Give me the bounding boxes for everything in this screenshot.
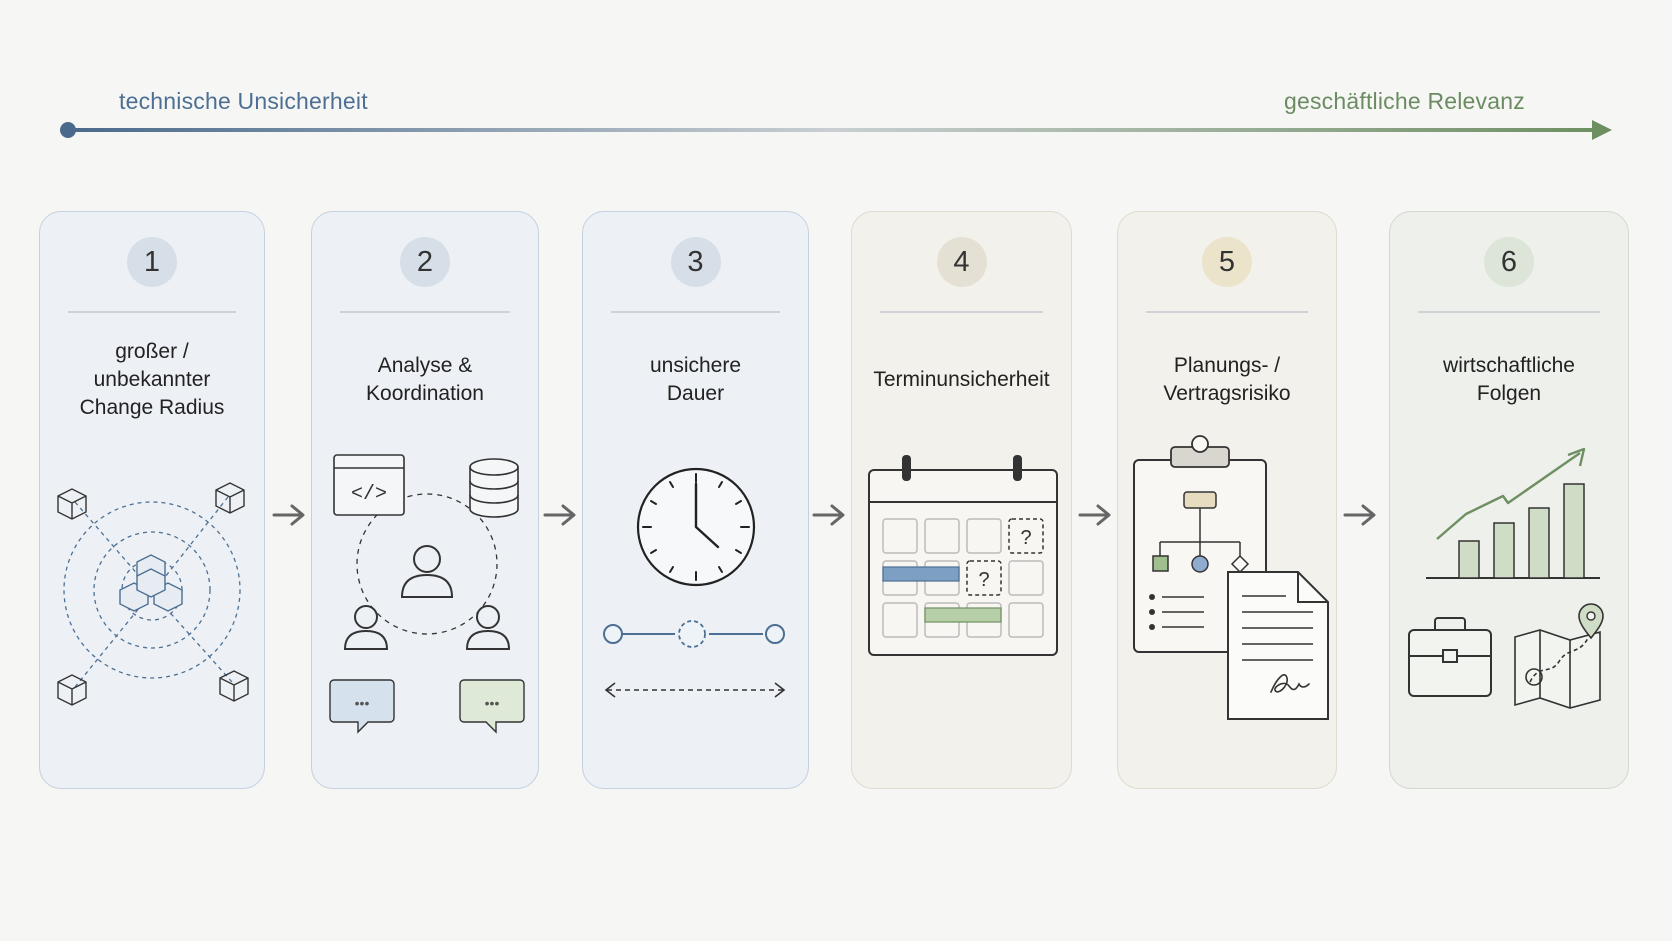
person-icon [400,545,454,598]
step-title: Terminunsicherheit [873,368,1050,391]
clock-icon [603,467,786,698]
calendar-event-blue [882,566,960,582]
code-glyph: </> [351,483,387,506]
step-number-badge: 5 [1202,237,1252,287]
step-title: Planungs- / Vertragsrisiko [1163,354,1291,405]
step-number-badge: 1 [127,237,177,287]
step-card-3: 3 unsichere Dauer [582,211,809,789]
flow-arrow-icon [1343,504,1376,526]
flow-arrow-icon [543,504,576,526]
axis-line [60,120,1612,140]
step-number-badge: 3 [670,237,721,287]
chat-dots: ••• [355,695,370,711]
code-window-icon [333,454,405,516]
network-cubes-icon [57,482,249,706]
contract-document-icon [1227,571,1329,720]
divider [880,311,1043,313]
step-number-badge: 2 [400,237,450,287]
team-coordination-icon: </> ••• ••• [329,454,525,734]
person-icon [465,605,511,650]
calendar-icon: ? ? [868,455,1058,656]
divider [611,311,780,313]
divider [1418,311,1600,313]
briefcase-icon [1408,617,1492,697]
timeline-icon [603,620,785,648]
step-title: Analyse & Koordination [366,354,484,405]
database-icon [469,458,519,518]
step-number-badge: 4 [936,237,987,287]
axis-start-label: technische Unsicherheit [119,88,368,114]
step-card-5: 5 Planungs- / Vertragsrisiko [1117,211,1337,789]
step-title: großer / unbekannter Change Radius [79,340,225,419]
axis-end-label: geschäftliche Relevanz [1284,88,1525,114]
step-card-6: 6 wirtschaftliche Folgen [1389,211,1629,789]
org-chart-top [1183,491,1217,509]
chat-dots: ••• [485,695,500,711]
clipboard-contract-icon [1133,435,1329,720]
step-title: wirtschaftliche Folgen [1443,354,1575,405]
chat-bubble-green-icon: ••• [459,679,525,734]
step-card-4: 4 Terminunsicherheit ? ? [851,211,1072,789]
flow-arrow-icon [1078,504,1111,526]
question-mark: ? [1020,527,1031,549]
divider [1146,311,1308,313]
location-pin-icon [1578,603,1604,640]
axis-arrowhead [1592,120,1612,140]
step-card-2: 2 Analyse & Koordination </> ••• [311,211,539,789]
map-icon [1514,629,1601,709]
double-arrow-icon [604,682,786,698]
signature-icon [1270,674,1310,693]
divider [340,311,510,313]
calendar-event-green [924,607,1002,623]
growth-chart-icon [1408,447,1604,709]
chat-bubble-blue-icon: ••• [329,679,395,734]
question-mark: ? [978,569,989,591]
flow-arrow-icon [272,504,305,526]
step-card-1: 1 großer / unbekannter Change Radius [39,211,265,789]
divider [68,311,236,313]
step-title: unsichere Dauer [649,354,742,405]
step-number-badge: 6 [1484,237,1534,287]
person-icon [343,605,389,650]
flow-arrow-icon [812,504,845,526]
